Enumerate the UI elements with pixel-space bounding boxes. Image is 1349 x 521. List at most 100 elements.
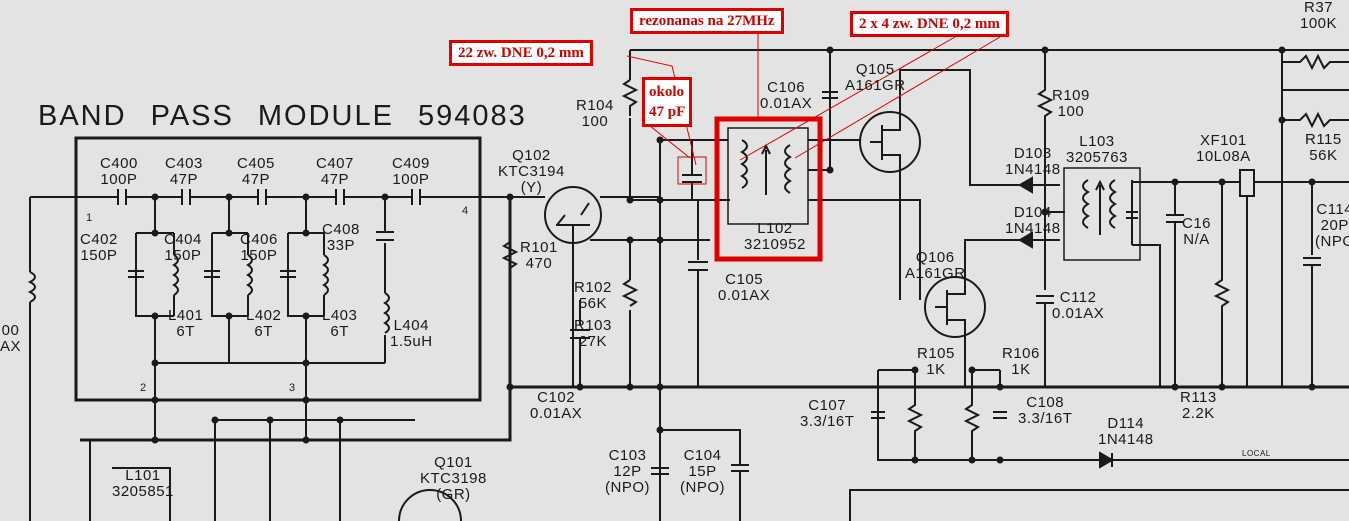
label-c409-line: 100P [392,171,430,188]
label-r101-line: 470 [525,255,553,272]
label-l103-line: 3205763 [1066,149,1128,166]
label-r113-line: 2.2K [1181,405,1215,422]
label-r115-line: 56K [1309,147,1338,164]
label-r102-line: 56K [578,295,608,312]
label-c16-line: C16 [1182,215,1212,232]
module-pin-label: 4 [462,205,469,217]
junction-dots [151,46,1316,464]
label-c104-line: 15P [688,463,717,480]
label-c400-line: C400 [100,155,138,172]
label-c103-line: (NPO) [605,479,650,496]
annotation-resonance: rezonanas na 27MHz [630,8,784,34]
label-xf101-line: XF101 [1200,132,1247,149]
label-r109-line: R109 [1052,87,1090,104]
label-c409-line: C409 [392,155,430,172]
annotation-secondary-winding: 2 x 4 zw. DNE 0,2 mm [850,11,1009,37]
label-r106-line: R106 [1002,345,1040,362]
label-l103-line: L103 [1079,133,1115,150]
label-q105-line: A161GR [845,77,906,94]
label-r104-line: R104 [576,97,614,114]
label-c403-line: C403 [165,155,203,172]
label-c406-line: 150P [240,247,278,264]
q106-symbol [924,276,986,338]
label-c114-line: 20P [1320,217,1349,234]
label-c402-line: 150P [80,247,118,264]
label-c112-line: 0.01AX [1052,305,1105,322]
label-c107-line: C107 [808,397,847,414]
label-l404-line: 1.5uH [390,333,433,350]
label-r101-line: R101 [520,239,558,256]
label-c404-line: C404 [164,231,202,248]
label-c102-line: C102 [537,389,576,406]
label-r106-line: 1K [1011,361,1031,378]
label-d104-line: D104 [1013,204,1052,221]
label-c106-line: C106 [767,79,806,96]
q105-symbol [859,111,921,173]
label-l102-line: 3210952 [744,236,806,253]
label-c404-line: 150P [164,247,202,264]
label-c407-line: 47P [320,171,350,188]
label-l404-line: L404 [393,317,429,334]
label-r102-line: R102 [574,279,612,296]
label-r105-line: R105 [917,345,955,362]
label-d104-line: 1N4148 [1005,220,1061,237]
annotation-primary-winding: 22 zw. DNE 0,2 mm [449,40,593,66]
label-c104-line: (NPO) [680,479,725,496]
label-r113-line: R113 [1180,389,1217,406]
label-l102-line: L102 [757,220,793,237]
label-l403-line: L403 [322,307,358,324]
label-q102-line: Q102 [512,147,551,164]
label-r115-line: R115 [1305,131,1342,148]
label-c103-line: C103 [608,447,647,464]
label-c104-line: C104 [683,447,722,464]
label-r109-line: 100 [1057,103,1085,120]
label-c114-line: (NPO [1315,233,1349,250]
label-l401-line: 6T [176,323,195,340]
label-left-edge-line: AX [0,338,22,355]
label-c108-line: 3.3/16T [1018,410,1073,427]
label-q101-line: Q101 [434,454,473,471]
label-c102-line: 0.01AX [530,405,583,422]
label-c107-line: 3.3/16T [800,413,855,430]
label-l402-line: L402 [246,307,282,324]
capacitor-highlight-box [677,156,707,185]
label-q106-line: A161GR [905,265,966,282]
label-r103-line: 27K [578,333,608,350]
label-c408-line: C408 [322,221,360,238]
label-c405-line: 47P [241,171,271,188]
label-l101-line: 3205851 [112,483,174,500]
label-c400-line: 100P [100,171,138,188]
label-l402-line: 6T [254,323,273,340]
xf101-symbol [1239,169,1255,197]
label-r104-line: 100 [581,113,609,130]
label-c402-line: C402 [80,231,118,248]
